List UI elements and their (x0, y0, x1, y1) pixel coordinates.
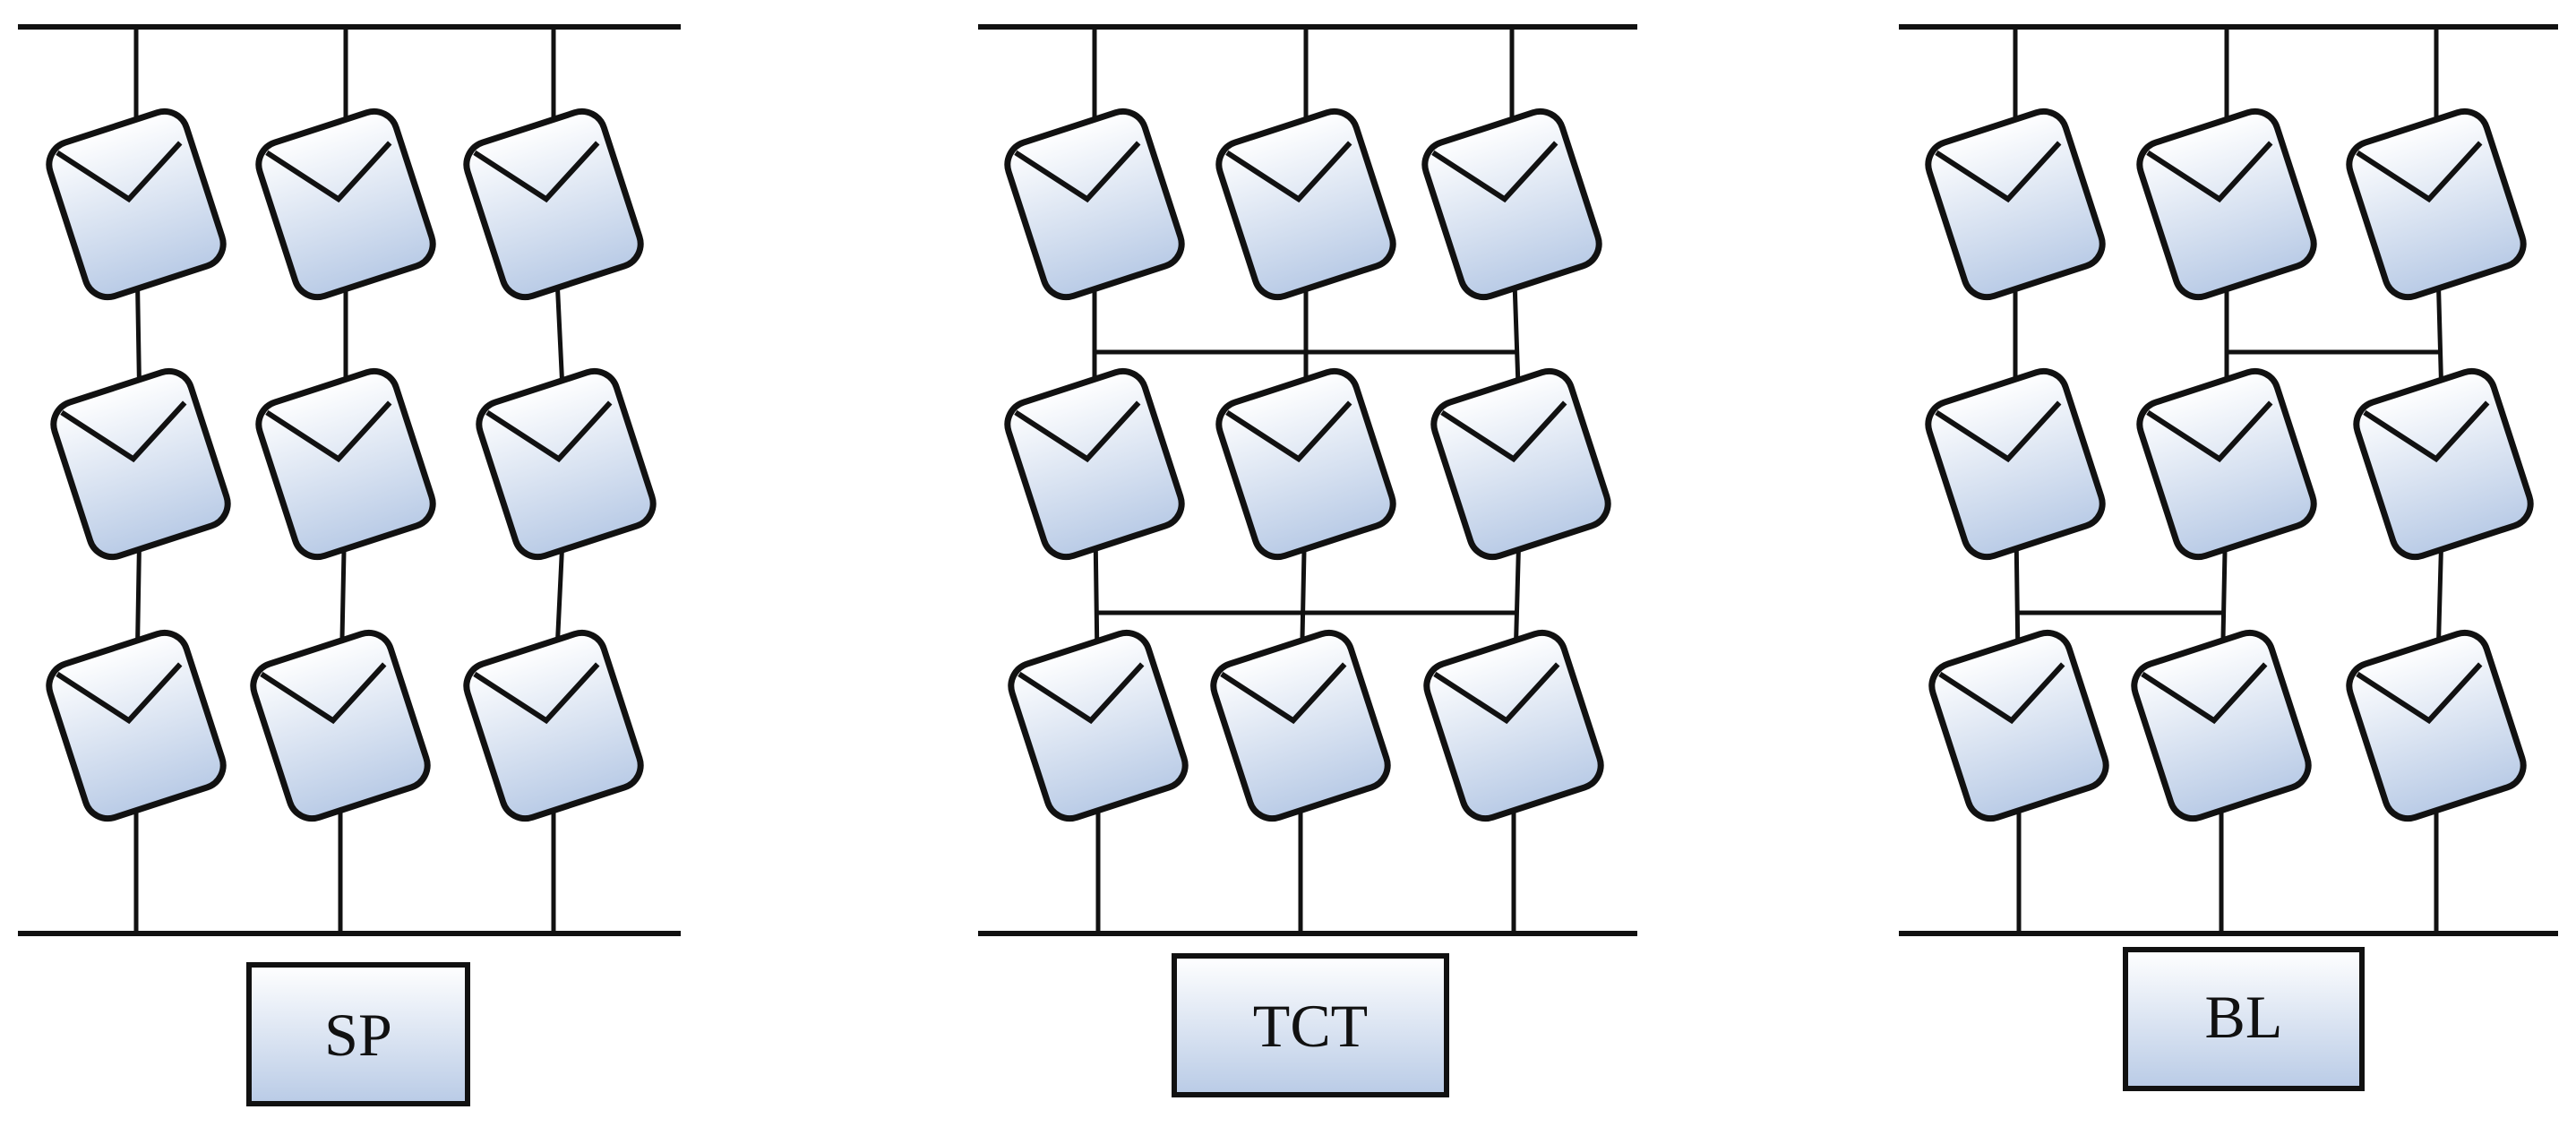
solar-panel-icon (2131, 629, 2312, 822)
solar-panel-icon (1423, 629, 1604, 822)
solar-panel-icon (1210, 629, 1391, 822)
solar-panel-icon (2346, 629, 2527, 822)
solar-panel-icon (46, 629, 227, 822)
panel-fold-mark (473, 141, 600, 203)
panel-fold-mark (265, 141, 392, 203)
panel-fold-mark (1938, 662, 2065, 725)
panel-fold-mark (1935, 141, 2062, 203)
panel-body (463, 108, 644, 301)
label-box-sp: SP (246, 962, 470, 1106)
cross-ties (1095, 349, 1517, 615)
panel-body (1925, 108, 2106, 301)
solar-panel-icon (46, 108, 227, 301)
panel-body (1004, 367, 1185, 561)
label-box-bl: BL (2123, 947, 2365, 1091)
panel-body (46, 108, 227, 301)
panel-body (1430, 367, 1611, 561)
panel-fold-mark (1014, 400, 1141, 463)
panel-fold-mark (1225, 400, 1352, 463)
panel-body (2353, 367, 2534, 561)
label-box-frame (2123, 947, 2365, 1091)
panel-fold-mark (56, 662, 183, 725)
label-tct: TCT (1253, 992, 1368, 1060)
panel-fold-mark (2356, 662, 2483, 725)
panel-body (250, 629, 431, 822)
panel-body (1928, 629, 2109, 822)
panel-body (476, 367, 657, 561)
solar-panel-icon (1925, 367, 2106, 561)
panel-body (1215, 108, 1396, 301)
panel-fold-mark (2141, 662, 2268, 725)
solar-panel-icon (2136, 367, 2317, 561)
panel-fold-mark (2146, 141, 2273, 203)
solar-panel-icon (2346, 108, 2527, 301)
panel-fold-mark (473, 662, 600, 725)
panel-fold-mark (1220, 662, 1347, 725)
solar-panel-icon (1004, 108, 1185, 301)
solar-panel-icon (50, 367, 231, 561)
panel-body (46, 629, 227, 822)
panel-body (2136, 108, 2317, 301)
panel-body (1008, 629, 1189, 822)
solar-panel-icon (1004, 367, 1185, 561)
label-sp: SP (324, 1001, 392, 1069)
panel-body (2346, 108, 2527, 301)
panel-body (1423, 629, 1604, 822)
solar-panel-icon (1925, 108, 2106, 301)
panel-body (1004, 108, 1185, 301)
panel-body (2346, 629, 2527, 822)
panel-fold-mark (1225, 141, 1352, 203)
solar-panel-icon (255, 367, 436, 561)
panel-grid (1004, 108, 1611, 822)
panel-fold-mark (2146, 400, 2273, 463)
panel-fold-mark (1440, 400, 1567, 463)
configuration-tct: TCT (978, 24, 1637, 1097)
panel-body (255, 108, 436, 301)
panel-grid (1925, 108, 2534, 822)
cross-ties (2017, 349, 2440, 615)
solar-panel-icon (1008, 629, 1189, 822)
solar-panel-icon (463, 108, 644, 301)
panel-grid (46, 108, 657, 822)
configuration-bl: BL (1899, 24, 2558, 1091)
configuration-sp: SP (18, 24, 681, 1106)
panel-fold-mark (485, 400, 613, 463)
panel-body (50, 367, 231, 561)
solar-panel-icon (463, 629, 644, 822)
panel-fold-mark (60, 400, 187, 463)
label-box-tct: TCT (1172, 953, 1449, 1097)
solar-panel-icon (1430, 367, 1611, 561)
solar-panel-icon (1421, 108, 1602, 301)
panel-fold-mark (2356, 141, 2483, 203)
solar-panel-icon (2136, 108, 2317, 301)
panel-body (463, 629, 644, 822)
panel-fold-mark (260, 662, 387, 725)
panel-fold-mark (265, 400, 392, 463)
panel-fold-mark (1431, 141, 1558, 203)
solar-panel-icon (2353, 367, 2534, 561)
solar-panel-icon (1215, 108, 1396, 301)
panel-body (2136, 367, 2317, 561)
panel-body (1925, 367, 2106, 561)
panel-fold-mark (1433, 662, 1560, 725)
solar-panel-icon (250, 629, 431, 822)
label-box-frame (1172, 953, 1449, 1097)
panel-fold-mark (2363, 400, 2490, 463)
panel-fold-mark (1018, 662, 1145, 725)
panel-body (1210, 629, 1391, 822)
solar-panel-icon (476, 367, 657, 561)
label-box-frame (246, 962, 470, 1106)
panel-body (2131, 629, 2312, 822)
panel-body (255, 367, 436, 561)
label-bl: BL (2205, 983, 2283, 1051)
panel-fold-mark (1014, 141, 1141, 203)
panel-fold-mark (56, 141, 183, 203)
solar-panel-icon (255, 108, 436, 301)
panel-body (1215, 367, 1396, 561)
solar-panel-icon (1928, 629, 2109, 822)
panel-body (1421, 108, 1602, 301)
solar-panel-icon (1215, 367, 1396, 561)
panel-fold-mark (1935, 400, 2062, 463)
